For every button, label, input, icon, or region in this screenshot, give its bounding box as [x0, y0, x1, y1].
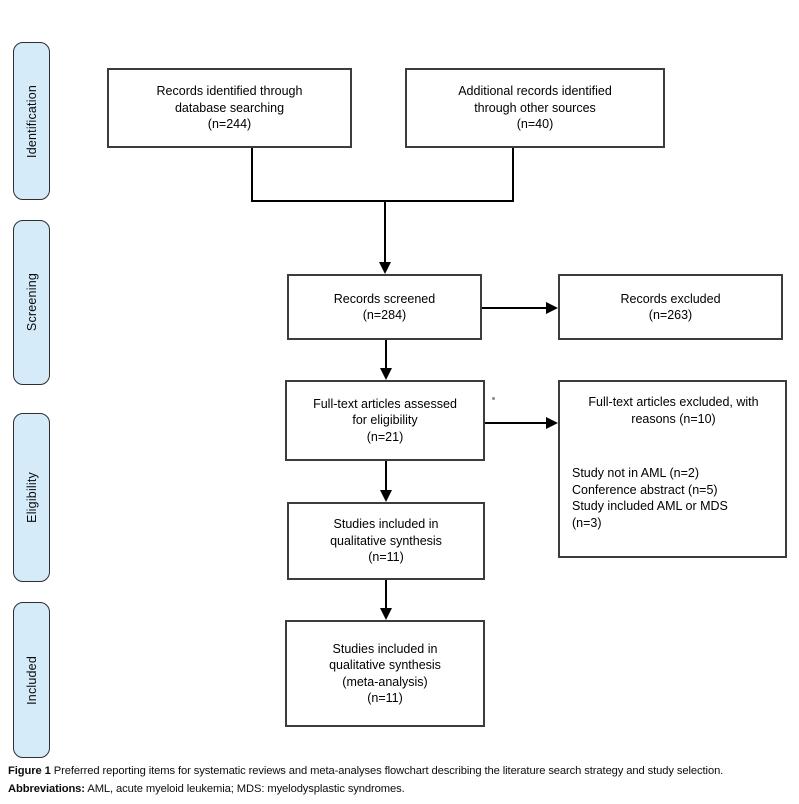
box-records-excluded: Records excluded (n=263) — [558, 274, 783, 340]
arrowhead-to-screened-icon — [379, 262, 391, 274]
arrowhead-to-fulltext-icon — [380, 368, 392, 380]
figure-caption-text: Preferred reporting items for systematic… — [50, 765, 724, 777]
stage-eligibility: Eligibility — [13, 413, 50, 582]
connector-merge-to-screened-line — [384, 200, 386, 264]
connector-qualitative-to-meta-line — [385, 580, 387, 610]
stage-included: Included — [13, 602, 50, 758]
figure-caption-line: Figure 1 Preferred reporting items for s… — [8, 762, 793, 780]
stage-included-label: Included — [24, 655, 39, 705]
stage-identification-label: Identification — [24, 84, 39, 158]
connector-additional-down-line — [512, 148, 514, 202]
box-fulltext-excluded: Full-text articles excluded, with reason… — [558, 380, 787, 558]
box-records-screened: Records screened (n=284) — [287, 274, 482, 340]
figure-caption: Figure 1 Preferred reporting items for s… — [8, 762, 793, 799]
box-fulltext-excluded-header: Full-text articles excluded, with reason… — [588, 395, 759, 426]
stage-eligibility-label: Eligibility — [24, 472, 39, 523]
arrowhead-to-excluded-icon — [546, 302, 558, 314]
box-additional-records: Additional records identified through ot… — [405, 68, 665, 148]
box-records-screened-text: Records screened (n=284) — [333, 291, 436, 323]
abbreviations-label: Abbreviations: — [8, 783, 85, 796]
connector-screened-to-excluded-line — [482, 307, 548, 309]
box-records-identified: Records identified through database sear… — [107, 68, 352, 148]
box-meta-analysis: Studies included in qualitative synthesi… — [285, 620, 485, 727]
box-records-excluded-text: Records excluded (n=263) — [620, 291, 721, 323]
connector-screened-to-fulltext-line — [385, 340, 387, 370]
figure-caption-label: Figure 1 — [8, 765, 51, 777]
arrowhead-to-meta-icon — [380, 608, 392, 620]
box-additional-records-text: Additional records identified through ot… — [458, 84, 612, 132]
stage-identification: Identification — [13, 42, 50, 200]
box-fulltext-assessed-text: Full-text articles assessed for eligibil… — [313, 396, 457, 444]
stage-screening-label: Screening — [24, 273, 39, 332]
abbreviations-line: Abbreviations: AML, acute myeloid leukem… — [8, 780, 793, 798]
connector-merge-horizontal-line — [251, 200, 514, 202]
connector-identified-down-line — [251, 148, 253, 202]
arrowhead-to-ftexcluded-icon — [546, 417, 558, 429]
box-fulltext-assessed: Full-text articles assessed for eligibil… — [285, 380, 485, 461]
box-qualitative-synthesis: Studies included in qualitative synthesi… — [287, 502, 485, 580]
connector-fulltext-to-qualitative-line — [385, 461, 387, 492]
connector-fulltext-to-ftexcluded-line — [485, 422, 548, 424]
stray-dot — [492, 397, 495, 400]
box-qualitative-synthesis-text: Studies included in qualitative synthesi… — [330, 517, 442, 565]
stage-screening: Screening — [13, 220, 50, 385]
box-meta-analysis-text: Studies included in qualitative synthesi… — [329, 641, 441, 706]
box-records-identified-text: Records identified through database sear… — [156, 84, 303, 132]
arrowhead-to-qualitative-icon — [380, 490, 392, 502]
box-fulltext-excluded-reasons: Study not in AML (n=2) Conference abstra… — [572, 466, 728, 530]
abbreviations-text: AML, acute myeloid leukemia; MDS: myelod… — [84, 783, 405, 796]
